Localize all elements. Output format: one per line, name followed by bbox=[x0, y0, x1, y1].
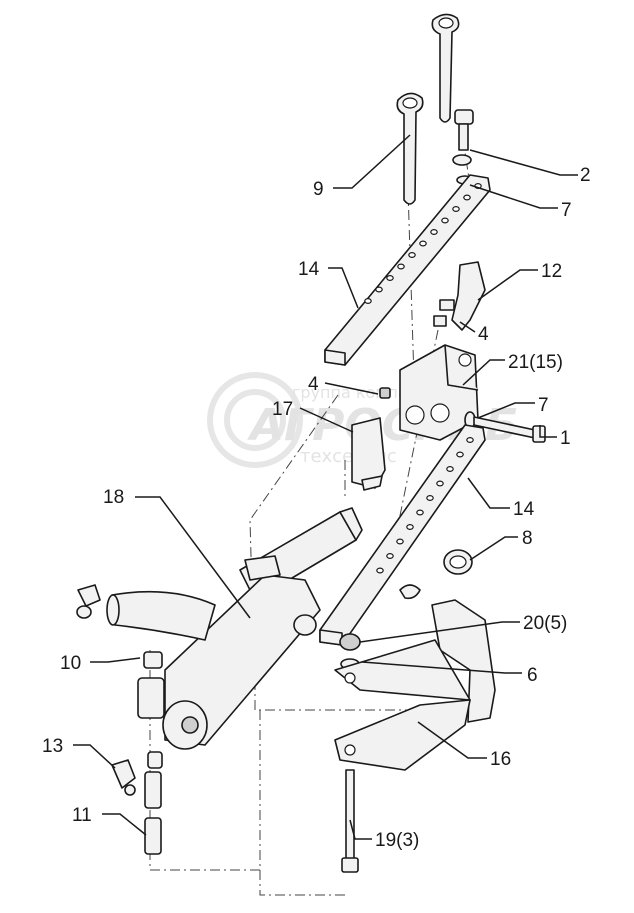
adjustment-hole bbox=[452, 206, 460, 213]
adjustment-hole bbox=[406, 523, 414, 530]
bolt-2 bbox=[454, 109, 474, 151]
adjustment-hole bbox=[419, 240, 427, 247]
spring-clip-8 bbox=[399, 549, 473, 600]
adjustment-bar-14-lower bbox=[319, 424, 486, 646]
adjustment-hole bbox=[375, 286, 383, 293]
adjustment-hole bbox=[446, 466, 454, 473]
adjustment-hole bbox=[466, 437, 474, 444]
callout-17: 17 bbox=[272, 399, 293, 420]
linch-pin-upper bbox=[431, 13, 460, 123]
adjustment-hole bbox=[386, 552, 394, 559]
bracket-12 bbox=[433, 261, 486, 331]
callout-12: 12 bbox=[541, 261, 562, 282]
callout-6: 6 bbox=[527, 665, 538, 686]
adjustment-hole bbox=[436, 480, 444, 487]
callout-14-upper: 14 bbox=[298, 259, 320, 280]
adjustment-hole bbox=[376, 567, 384, 574]
adjustment-hole bbox=[416, 509, 424, 516]
bracket-17 bbox=[351, 417, 386, 491]
fitting-10 bbox=[137, 651, 165, 719]
sleeve-11 bbox=[144, 751, 163, 855]
bolt-19 bbox=[341, 769, 359, 873]
callout-14-lower: 14 bbox=[513, 499, 535, 520]
callout-8: 8 bbox=[522, 528, 533, 549]
fitting-13 bbox=[111, 759, 136, 796]
callout-20-5: 20(5) bbox=[523, 613, 567, 634]
adjustment-hole bbox=[441, 217, 449, 224]
adjustment-hole bbox=[463, 194, 471, 201]
callout-2: 2 bbox=[580, 165, 591, 186]
adjustment-hole bbox=[364, 298, 372, 305]
callout-18: 18 bbox=[103, 487, 124, 508]
adjustment-hole bbox=[396, 538, 404, 545]
callout-13: 13 bbox=[42, 736, 63, 757]
adjustment-hole bbox=[397, 263, 405, 270]
callout-10: 10 bbox=[60, 653, 81, 674]
linch-pin-9 bbox=[396, 92, 424, 205]
adjustment-bar-14-upper bbox=[324, 174, 491, 366]
bolt-1 bbox=[464, 411, 546, 443]
base-bracket-16 bbox=[334, 599, 496, 771]
hydraulic-cylinder-18 bbox=[106, 507, 363, 750]
adjustment-hole bbox=[426, 495, 434, 502]
callout-1: 1 bbox=[560, 428, 571, 449]
callout-11: 11 bbox=[72, 805, 92, 826]
adjustment-hole bbox=[456, 451, 464, 458]
callout-4-upper: 4 bbox=[478, 324, 489, 345]
nut-4-mid bbox=[379, 387, 391, 399]
callout-9: 9 bbox=[313, 179, 324, 200]
fitting-elbow-left bbox=[76, 584, 101, 619]
callout-19-3: 19(3) bbox=[375, 830, 419, 851]
adjustment-hole bbox=[386, 275, 394, 282]
callout-4-mid: 4 bbox=[308, 374, 319, 395]
adjustment-hole bbox=[408, 252, 416, 259]
callout-7-upper: 7 bbox=[561, 200, 572, 221]
callout-21-15: 21(15) bbox=[508, 352, 563, 373]
callout-16: 16 bbox=[490, 749, 511, 770]
callout-7-lower: 7 bbox=[538, 395, 549, 416]
leader-lines bbox=[73, 134, 578, 840]
nut-20 bbox=[339, 633, 361, 651]
adjustment-hole bbox=[430, 229, 438, 236]
callout-labels: 2 7 9 14 12 4 21(15) 4 7 17 1 18 14 8 20… bbox=[42, 165, 591, 851]
